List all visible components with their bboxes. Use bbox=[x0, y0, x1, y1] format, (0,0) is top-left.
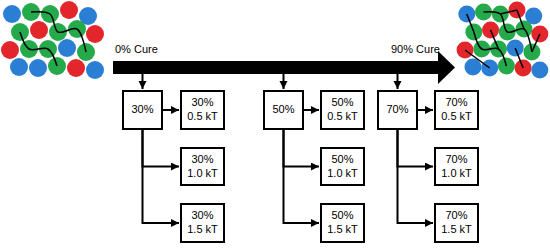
box-text: 30% 1.0 kT bbox=[184, 153, 221, 181]
flow-arrow bbox=[304, 109, 319, 111]
box-text: 50% bbox=[272, 103, 294, 117]
particle bbox=[1, 41, 19, 59]
process-box: 70% 1.0 kT bbox=[434, 147, 479, 186]
process-box: 30% 0.5 kT bbox=[180, 90, 225, 130]
process-box: 50% 0.5 kT bbox=[320, 90, 365, 130]
box-text: 70% 0.5 kT bbox=[438, 96, 475, 124]
process-box: 50% 1.0 kT bbox=[320, 147, 365, 186]
crosslink bbox=[515, 48, 523, 68]
particle bbox=[60, 1, 78, 19]
polymer-chain bbox=[31, 12, 86, 52]
box-text: 70% 1.5 kT bbox=[438, 209, 475, 237]
particle bbox=[58, 39, 76, 57]
box-text: 50% 1.0 kT bbox=[324, 153, 361, 181]
particle bbox=[67, 59, 85, 77]
particle bbox=[29, 59, 47, 77]
box-text: 30% 1.5 kT bbox=[184, 209, 221, 237]
box-text: 30% 0.5 kT bbox=[184, 96, 221, 124]
cured-network bbox=[457, 2, 549, 79]
box-text: 30% bbox=[131, 103, 153, 117]
process-box: 50% 1.5 kT bbox=[320, 203, 365, 243]
crosslink bbox=[517, 10, 524, 29]
stage-label: 0% Cure bbox=[115, 43, 158, 56]
particle bbox=[86, 61, 104, 79]
crosslink bbox=[491, 30, 499, 49]
process-box: 30% 1.5 kT bbox=[180, 203, 225, 243]
stage-arrow bbox=[283, 74, 285, 89]
box-text: 50% 0.5 kT bbox=[324, 96, 361, 124]
particle bbox=[10, 58, 28, 76]
stage-label: 90% Cure bbox=[391, 43, 440, 56]
box-text: 50% 1.5 kT bbox=[324, 209, 361, 237]
process-box: 30% 1.0 kT bbox=[180, 147, 225, 186]
stage-arrow bbox=[142, 74, 144, 89]
flow-arrow bbox=[398, 130, 434, 167]
flow-arrow bbox=[143, 130, 180, 167]
flow-arrow bbox=[284, 130, 320, 167]
process-box: 70% 0.5 kT bbox=[434, 90, 479, 130]
box-text: 70% 1.0 kT bbox=[438, 153, 475, 181]
crosslink bbox=[467, 14, 474, 32]
crosslink bbox=[532, 34, 540, 52]
particle bbox=[531, 62, 548, 79]
process-box: 70% bbox=[377, 90, 418, 130]
crosslink bbox=[500, 10, 517, 14]
flow-arrow bbox=[398, 130, 434, 223]
flow-arrow bbox=[143, 130, 180, 223]
process-box: 30% bbox=[122, 90, 163, 130]
crosslink bbox=[465, 50, 490, 68]
particle bbox=[30, 21, 48, 39]
polymer-chain bbox=[20, 32, 57, 66]
stage-arrow bbox=[397, 74, 399, 89]
polymer-chain bbox=[484, 12, 532, 52]
flow-arrow bbox=[418, 109, 433, 111]
flow-arrow bbox=[284, 130, 320, 223]
box-text: 70% bbox=[386, 103, 408, 117]
uncured-network bbox=[1, 1, 104, 79]
process-box: 50% bbox=[263, 90, 304, 130]
particle bbox=[3, 5, 21, 23]
particle bbox=[498, 58, 515, 75]
particle bbox=[86, 25, 104, 43]
flow-arrow bbox=[163, 109, 179, 111]
process-box: 70% 1.5 kT bbox=[434, 203, 479, 243]
